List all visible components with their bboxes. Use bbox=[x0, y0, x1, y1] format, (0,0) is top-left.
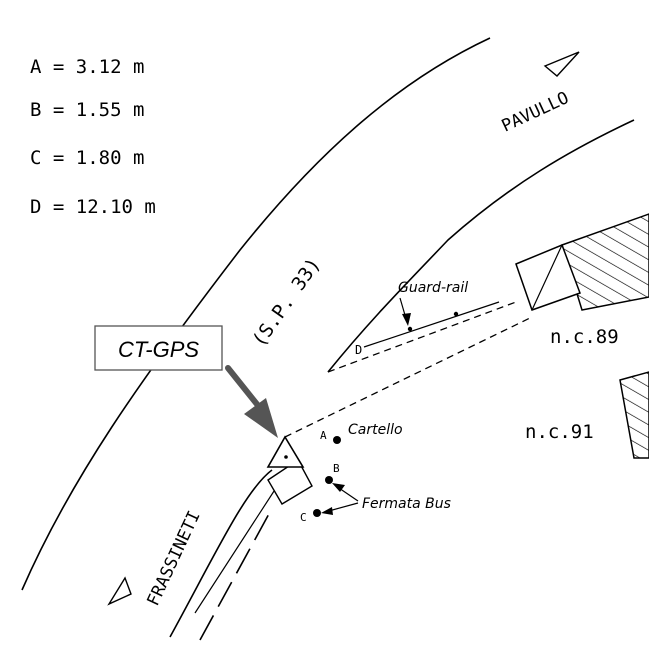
direction-label-frassineti: FRASSINETI bbox=[143, 508, 204, 609]
ct-gps-label: CT-GPS bbox=[118, 337, 199, 362]
building-91-hatched bbox=[619, 371, 649, 459]
building-89: n.c.89 bbox=[515, 213, 649, 348]
guard-rail-line bbox=[363, 301, 500, 348]
wall-lower bbox=[194, 487, 277, 614]
road-edge-outer bbox=[21, 37, 491, 591]
house-number-91: n.c.91 bbox=[525, 421, 594, 443]
guard-rail-label: Guard-rail bbox=[398, 280, 468, 296]
ct-gps-label-box bbox=[94, 325, 223, 371]
point-d-label: D bbox=[355, 343, 362, 357]
building-89-hatched bbox=[561, 213, 649, 311]
dashed-boundary-lower bbox=[284, 317, 531, 438]
legend-line-c: C = 1.80 m bbox=[30, 147, 144, 169]
point-b-marker bbox=[325, 476, 333, 484]
cartello-label: Cartello bbox=[348, 422, 403, 438]
road-edges bbox=[21, 37, 635, 641]
guard-rail-arrow-head bbox=[402, 313, 411, 326]
gps-station-triangle-icon bbox=[266, 435, 305, 468]
guard-rail-post bbox=[453, 311, 459, 317]
ct-gps-arrow-head bbox=[244, 398, 278, 438]
fermata-arrow-b-head bbox=[332, 483, 345, 492]
fermata-bus-label: Fermata Bus bbox=[362, 496, 451, 512]
point-c-label: C bbox=[300, 511, 307, 524]
fermata-arrow-c-head bbox=[321, 507, 333, 515]
direction-label-pavullo: PAVULLO bbox=[499, 88, 572, 136]
legend: A = 3.12 m B = 1.55 m C = 1.80 m D = 12.… bbox=[30, 56, 156, 218]
point-c-marker bbox=[313, 509, 321, 517]
legend-line-d: D = 12.10 m bbox=[30, 196, 156, 218]
building-89-diagonal bbox=[531, 244, 563, 311]
point-a-marker bbox=[333, 436, 341, 444]
ct-gps-arrow-shaft bbox=[225, 365, 263, 411]
gps-station-center-dot bbox=[284, 455, 288, 459]
direction-arrow-frassineti bbox=[107, 576, 132, 606]
ct-gps-callout: CT-GPS bbox=[94, 325, 278, 438]
road-edge-upper-right bbox=[327, 119, 635, 373]
lane-line bbox=[199, 511, 271, 641]
legend-line-a: A = 3.12 m bbox=[30, 56, 144, 78]
guard-rail-post bbox=[407, 326, 413, 332]
guard-rail: Guard-rail D bbox=[355, 280, 500, 357]
building-91: n.c.91 bbox=[525, 371, 649, 459]
point-b-label: B bbox=[333, 462, 340, 475]
road-name-label: (S.P. 33) bbox=[248, 254, 325, 351]
dashed-boundary-upper bbox=[327, 301, 517, 373]
site-features: A Cartello B C Fermata Bus bbox=[266, 422, 451, 524]
house-number-89: n.c.89 bbox=[550, 326, 619, 348]
legend-line-b: B = 1.55 m bbox=[30, 99, 144, 121]
building-89-box bbox=[515, 244, 581, 311]
direction-arrow-pavullo bbox=[543, 51, 580, 77]
road-edge-inner bbox=[169, 469, 273, 638]
point-a-label: A bbox=[320, 429, 327, 442]
